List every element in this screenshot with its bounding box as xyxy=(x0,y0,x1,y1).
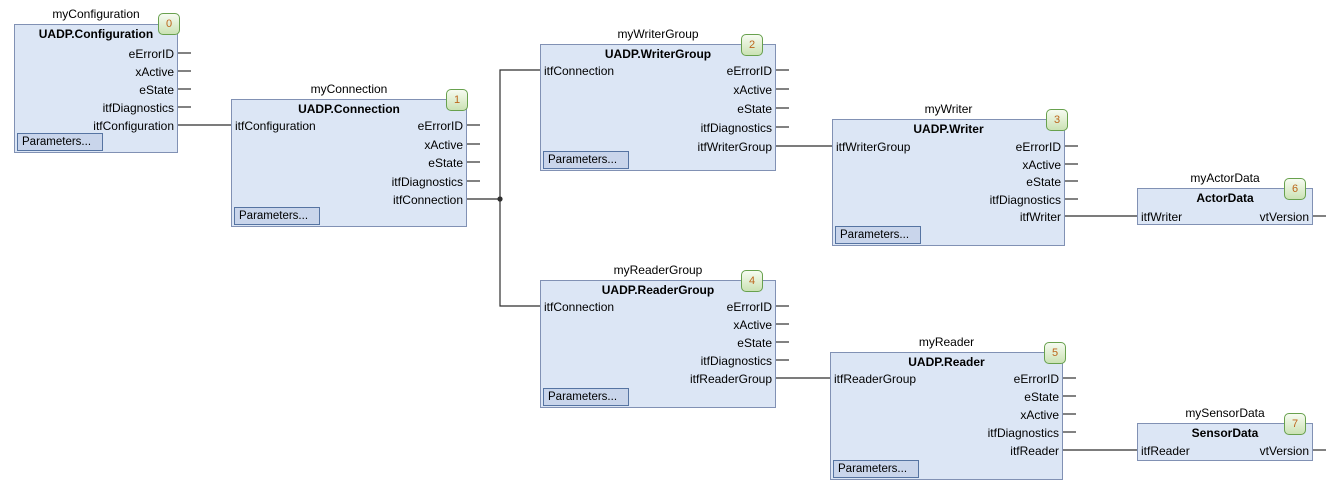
output-pin-xActive[interactable]: xActive xyxy=(1022,158,1061,172)
fb-type-label: UADP.Connection xyxy=(298,102,400,116)
output-pin-eErrorID[interactable]: eErrorID xyxy=(1015,140,1061,154)
parameters-button[interactable]: Parameters... xyxy=(543,151,629,169)
output-pin-itfReader[interactable]: itfReader xyxy=(1010,444,1059,458)
fb-type-label: UADP.Configuration xyxy=(38,27,154,41)
output-pin-vtVersion[interactable]: vtVersion xyxy=(1259,210,1309,224)
wire-junction-dot xyxy=(497,196,503,202)
fb-block-myReader[interactable]: UADP.Reader itfReaderGroup eErrorID eState x… xyxy=(830,352,1063,480)
output-pin-eState[interactable]: eState xyxy=(1026,175,1061,189)
output-pin-vtVersion[interactable]: vtVersion xyxy=(1259,444,1309,458)
fb-instance-label[interactable]: myReader xyxy=(918,335,975,349)
input-pin-itfConfiguration[interactable]: itfConfiguration xyxy=(235,119,316,133)
fb-block-myConnection[interactable]: UADP.Connection itfConfiguration eErrorID x… xyxy=(231,99,467,227)
fb-instance-label[interactable]: myReaderGroup xyxy=(613,263,703,277)
output-pin-eState[interactable]: eState xyxy=(1024,390,1059,404)
output-pin-xActive[interactable]: xActive xyxy=(733,318,772,332)
fb-type-label: UADP.Writer xyxy=(913,122,984,136)
parameters-button[interactable]: Parameters... xyxy=(833,460,919,478)
output-pin-itfDiagnostics[interactable]: itfDiagnostics xyxy=(700,121,772,135)
fb-block-myWriterGroup[interactable]: UADP.WriterGroup itfConnection eErrorID xAc… xyxy=(540,44,776,171)
output-pin-eErrorID[interactable]: eErrorID xyxy=(1013,372,1059,386)
fb-instance-label[interactable]: myConnection xyxy=(310,82,388,96)
fb-instance-label[interactable]: mySensorData xyxy=(1185,406,1265,420)
exec-order-badge: 0 xyxy=(158,13,180,35)
exec-order-badge: 6 xyxy=(1284,178,1306,200)
output-pin-eErrorID[interactable]: eErrorID xyxy=(726,300,772,314)
fb-instance-label[interactable]: myConfiguration xyxy=(52,7,140,21)
output-pin-itfConnection[interactable]: itfConnection xyxy=(392,193,463,207)
input-pin-itfWriter[interactable]: itfWriter xyxy=(1141,210,1183,224)
parameters-button[interactable]: Parameters... xyxy=(234,207,320,225)
output-pin-xActive[interactable]: xActive xyxy=(1020,408,1059,422)
output-pin-itfDiagnostics[interactable]: itfDiagnostics xyxy=(391,175,463,189)
output-pin-xActive[interactable]: xActive xyxy=(733,83,772,97)
fb-block-myActorData[interactable]: ActorData itfWriter vtVersion xyxy=(1137,188,1313,225)
parameters-button[interactable]: Parameters... xyxy=(17,133,103,151)
input-pin-itfReader[interactable]: itfReader xyxy=(1141,444,1190,458)
input-pin-itfConnection[interactable]: itfConnection xyxy=(544,64,615,78)
fb-instance-label[interactable]: myWriterGroup xyxy=(617,27,699,41)
fb-type-label: SensorData xyxy=(1191,426,1259,440)
fb-type-label: ActorData xyxy=(1196,191,1254,205)
input-pin-itfConnection[interactable]: itfConnection xyxy=(544,300,615,314)
fb-instance-label[interactable]: myActorData xyxy=(1190,171,1260,185)
output-pin-itfDiagnostics[interactable]: itfDiagnostics xyxy=(700,354,772,368)
output-pin-eState[interactable]: eState xyxy=(737,102,772,116)
fb-instance-label[interactable]: myWriter xyxy=(924,102,973,116)
input-pin-itfWriterGroup[interactable]: itfWriterGroup xyxy=(836,140,911,154)
output-pin-eState[interactable]: eState xyxy=(139,83,174,97)
parameters-button[interactable]: Parameters... xyxy=(835,226,921,244)
fb-type-label: UADP.WriterGroup xyxy=(604,47,712,61)
exec-order-badge: 1 xyxy=(446,89,468,111)
output-pin-itfDiagnostics[interactable]: itfDiagnostics xyxy=(987,426,1059,440)
output-pin-itfDiagnostics[interactable]: itfDiagnostics xyxy=(102,101,174,115)
exec-order-badge: 7 xyxy=(1284,413,1306,435)
output-pin-eState[interactable]: eState xyxy=(428,156,463,170)
output-pin-itfWriterGroup[interactable]: itfWriterGroup xyxy=(697,140,772,154)
output-pin-itfDiagnostics[interactable]: itfDiagnostics xyxy=(989,193,1061,207)
fb-type-label: UADP.ReaderGroup xyxy=(601,283,715,297)
exec-order-badge: 5 xyxy=(1044,342,1066,364)
output-pin-eErrorID[interactable]: eErrorID xyxy=(726,64,772,78)
output-pin-itfConfiguration[interactable]: itfConfiguration xyxy=(93,119,174,133)
exec-order-badge: 3 xyxy=(1046,109,1068,131)
output-pin-eState[interactable]: eState xyxy=(737,336,772,350)
fb-type-label: UADP.Reader xyxy=(908,355,985,369)
output-pin-eErrorID[interactable]: eErrorID xyxy=(128,47,174,61)
fb-block-myConfiguration[interactable]: UADP.Configuration eErrorID xActive eState i… xyxy=(14,24,178,153)
output-pin-eErrorID[interactable]: eErrorID xyxy=(417,119,463,133)
exec-order-badge: 4 xyxy=(741,270,763,292)
wire-itfConnection-to-writergroup[interactable] xyxy=(499,69,540,199)
output-pin-itfReaderGroup[interactable]: itfReaderGroup xyxy=(689,372,772,386)
fb-block-myReaderGroup[interactable]: UADP.ReaderGroup itfConnection eErrorID xAc… xyxy=(540,280,776,408)
input-pin-itfReaderGroup[interactable]: itfReaderGroup xyxy=(834,372,917,386)
output-pin-xActive[interactable]: xActive xyxy=(424,138,463,152)
output-pin-itfWriter[interactable]: itfWriter xyxy=(1019,210,1061,224)
output-pin-xActive[interactable]: xActive xyxy=(135,65,174,79)
exec-order-badge: 2 xyxy=(741,34,763,56)
parameters-button[interactable]: Parameters... xyxy=(543,388,629,406)
wire-itfConnection-to-readergroup[interactable] xyxy=(499,199,540,307)
